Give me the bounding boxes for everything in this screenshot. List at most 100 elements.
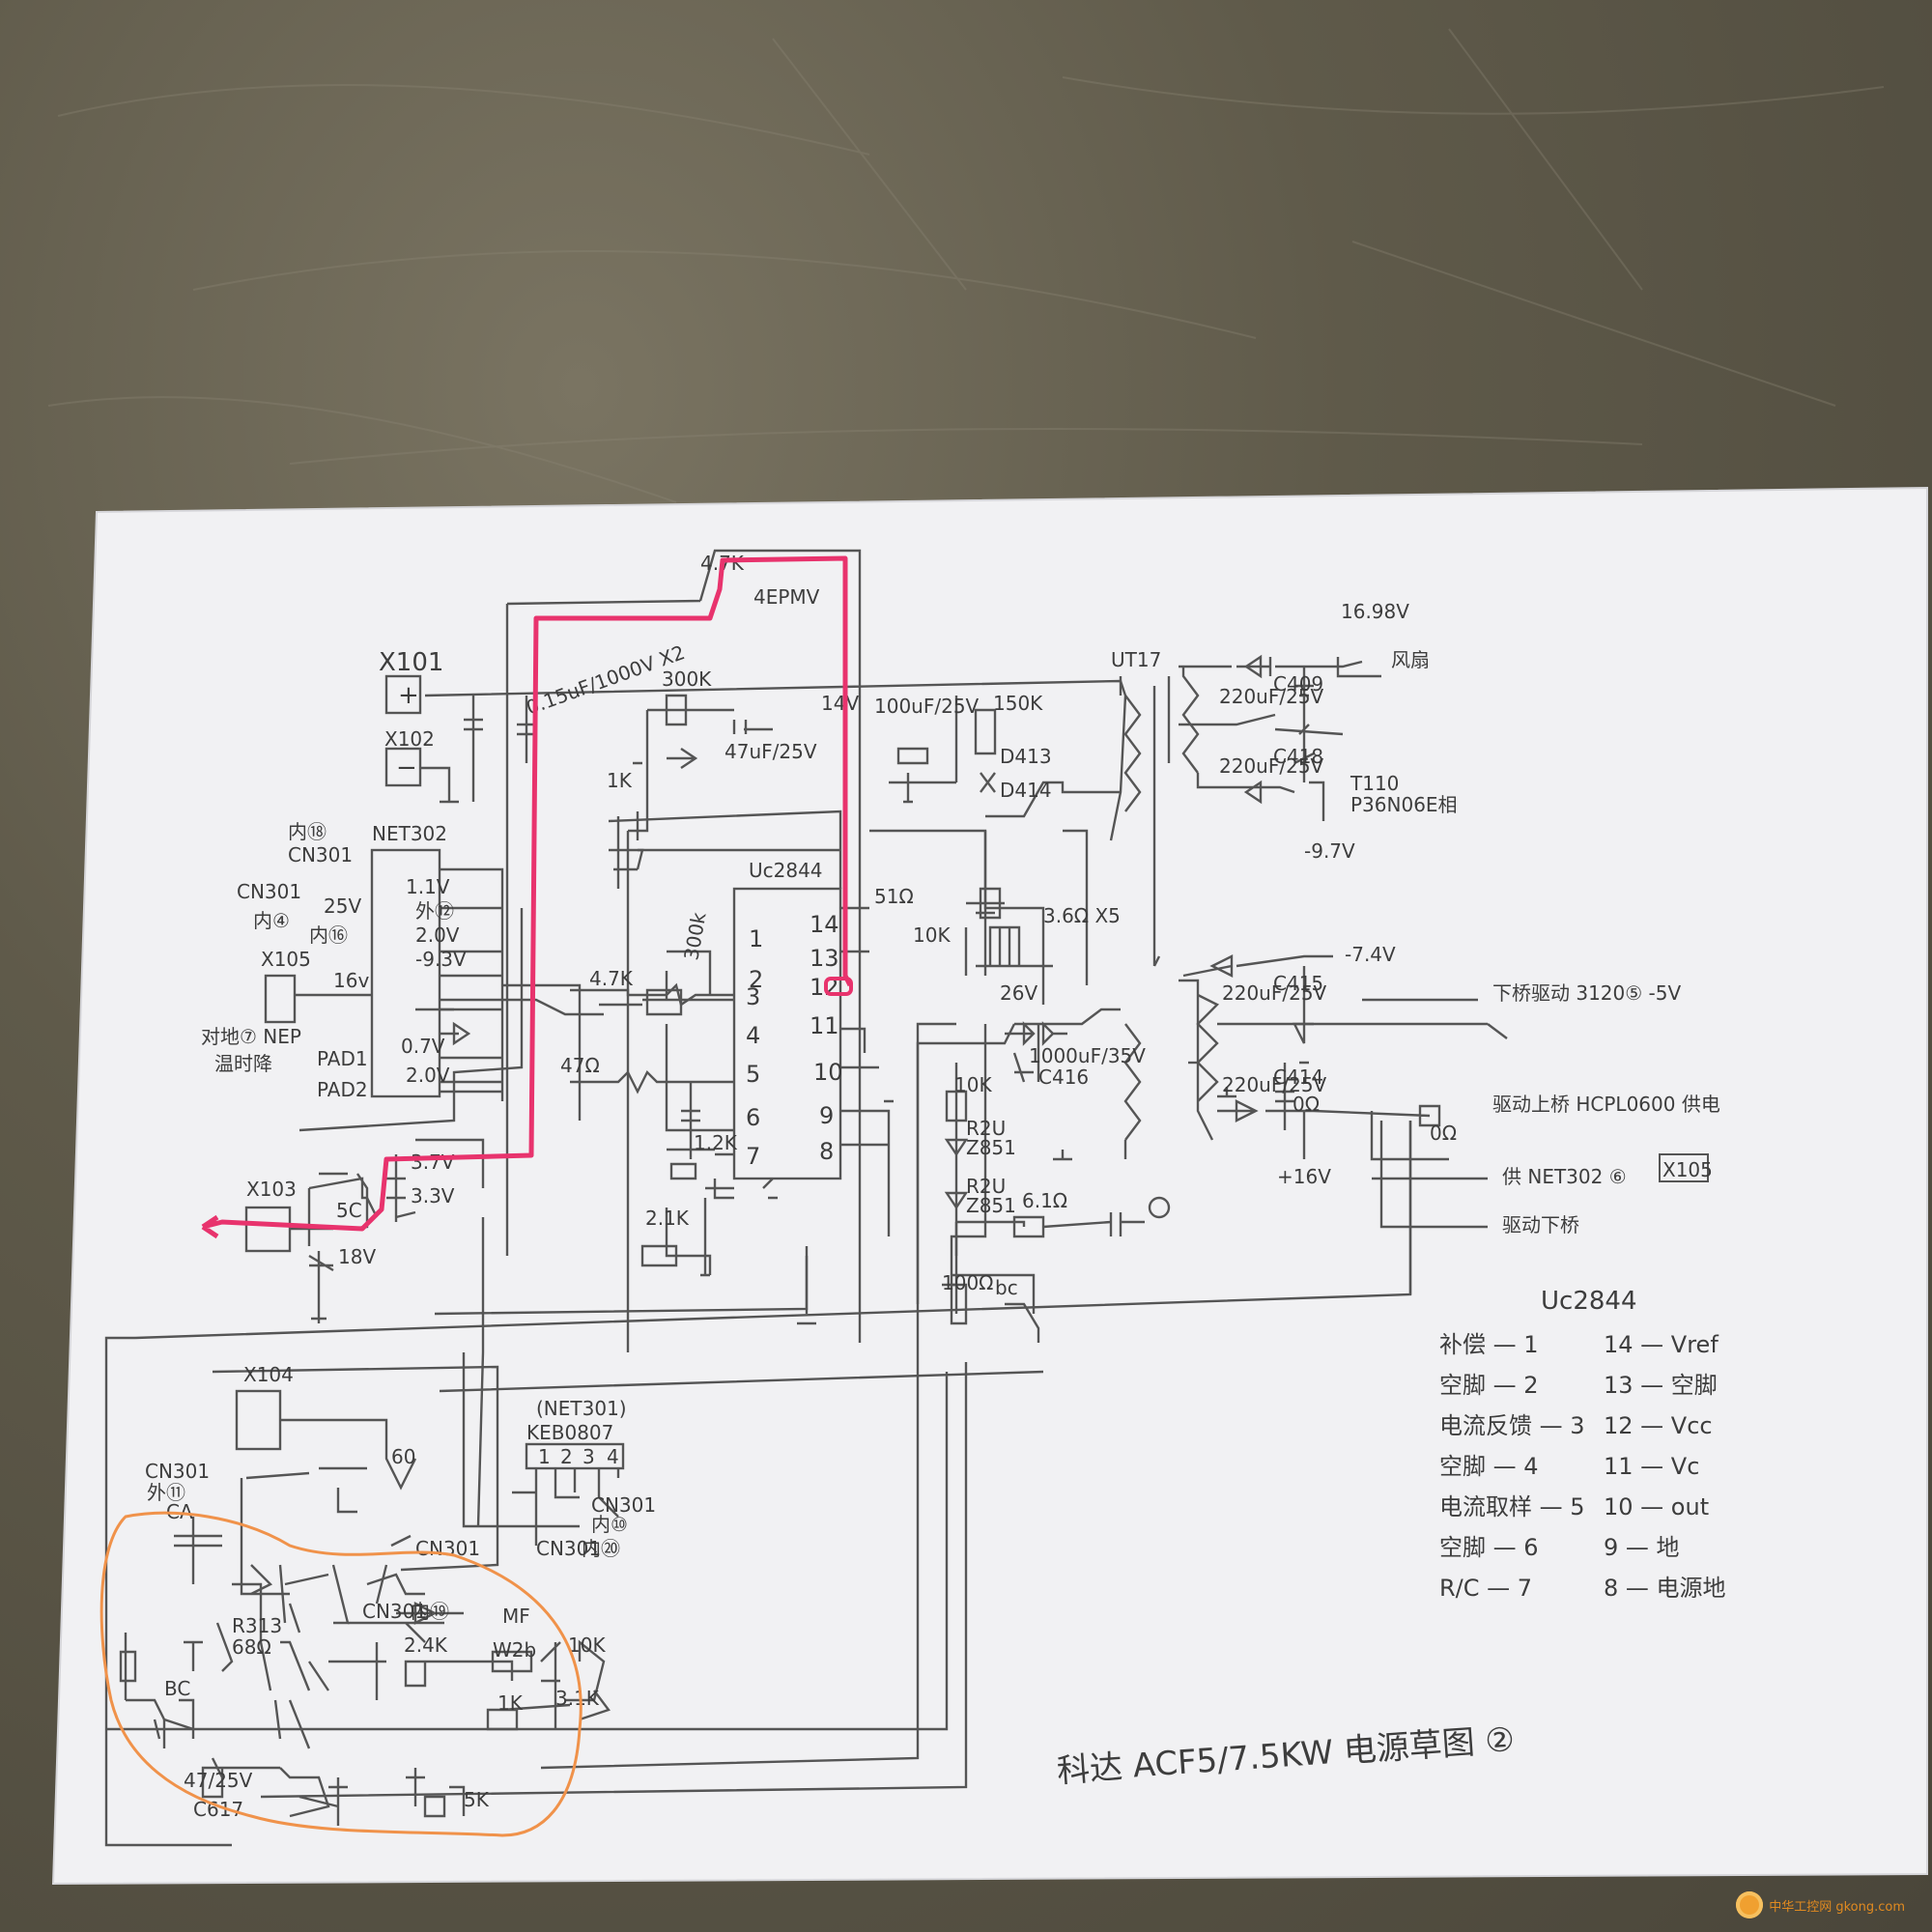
label-4k7: 4.7K xyxy=(589,967,634,990)
label-net302: NET302 xyxy=(372,822,447,845)
label-1k-b: 1K xyxy=(497,1691,524,1715)
label-0r-2: 0Ω xyxy=(1430,1122,1457,1145)
label-in18: 内⑱ xyxy=(288,820,327,843)
label-1k2: 1.2K xyxy=(694,1131,738,1154)
label-5k: 5K xyxy=(464,1788,490,1811)
label-220uf-c: 220uF/25V xyxy=(1222,981,1327,1005)
red-pin-marker xyxy=(824,977,853,996)
label-out12: 外⑫ xyxy=(415,899,454,923)
label-2k1: 2.1K xyxy=(645,1207,690,1230)
label-out11: 外⑪ xyxy=(147,1481,185,1504)
label-1000uf: 1000uF/35V xyxy=(1029,1044,1146,1067)
label-r2u-1: R2U xyxy=(966,1117,1006,1140)
label-c415: C415 xyxy=(1273,972,1323,995)
label-x105-box: X105 xyxy=(1662,1158,1713,1181)
label-pad1: PAD1 xyxy=(317,1047,368,1070)
label-cn301-e: CN301 xyxy=(591,1493,656,1517)
legend-row-right: 12 — Vcc xyxy=(1604,1412,1713,1439)
label-w2b: W2b xyxy=(493,1638,536,1662)
label-220uf-b: 220uF/25V xyxy=(1219,754,1324,778)
legend-row-right: 9 — 地 xyxy=(1604,1534,1680,1561)
label-5c: 5C xyxy=(336,1199,362,1222)
label-plus: + xyxy=(398,681,419,710)
label-18v: 18V xyxy=(338,1245,376,1268)
ic-pin-7: 7 xyxy=(746,1143,760,1170)
label-pad2: PAD2 xyxy=(317,1078,368,1101)
label-c414: C414 xyxy=(1273,1065,1323,1089)
ic-pin-1: 1 xyxy=(749,925,763,952)
label-2k4: 2.4K xyxy=(404,1634,448,1657)
paper-sheet xyxy=(51,486,1928,1886)
label-in16: 内⑯ xyxy=(309,923,348,947)
label-25v: 25V xyxy=(324,895,361,918)
legend-row-left: R/C — 7 xyxy=(1439,1575,1532,1602)
label-net301: (NET301) xyxy=(536,1397,627,1420)
legend-row-right: 10 — out xyxy=(1604,1493,1709,1520)
legend-row-left: 空脚 — 2 xyxy=(1439,1372,1539,1399)
label-cn301-top: CN301 xyxy=(288,843,353,867)
label-93v: -9.3V xyxy=(415,948,467,971)
label-out-lower: 下桥驱动 3120⑤ -5V xyxy=(1492,981,1681,1005)
label-10k-b: 10K xyxy=(568,1634,606,1657)
legend-row-left: 电流反馈 — 3 xyxy=(1439,1412,1585,1439)
label-in19: 内⑲ xyxy=(411,1600,449,1623)
ic-pin-4: 4 xyxy=(746,1022,760,1049)
label-cn301-a: CN301 xyxy=(145,1460,210,1483)
label-16v-plus: +16V xyxy=(1277,1165,1331,1188)
label-out-net302: 供 NET302 ⑥ xyxy=(1502,1165,1627,1188)
label-x105-note2: 温时降 xyxy=(214,1052,272,1075)
label-bc: bc xyxy=(995,1276,1018,1299)
label-fan: 风扇 xyxy=(1391,648,1430,671)
label-c418: C418 xyxy=(1273,745,1323,768)
label-x103: X103 xyxy=(246,1178,297,1201)
red-signal-trace xyxy=(201,555,853,1239)
label-100r: 100Ω xyxy=(942,1271,993,1294)
ic-pin-8: 8 xyxy=(819,1138,834,1165)
orange-highlight-region xyxy=(99,1511,582,1837)
label-26v: 26V xyxy=(1000,981,1037,1005)
label-c409: C409 xyxy=(1273,672,1323,696)
pencil-wiring xyxy=(104,549,1508,1847)
label-220uf-d: 220uF/25V xyxy=(1222,1073,1327,1096)
ic-pin-13: 13 xyxy=(810,945,839,972)
label-m97v: -9.7V xyxy=(1304,839,1355,863)
label-out-upper: 驱动上桥 HCPL0600 供电 xyxy=(1492,1093,1720,1116)
label-k4: 4 xyxy=(607,1445,619,1468)
legend-row-right: 14 — Vref xyxy=(1604,1331,1719,1358)
label-minus: − xyxy=(396,753,417,782)
label-20v: 2.0V xyxy=(415,923,460,947)
label-1698v: 16.98V xyxy=(1341,600,1409,623)
label-mf: MF xyxy=(502,1605,530,1628)
label-47-25v: 47/25V xyxy=(184,1769,253,1792)
ic-pin-11: 11 xyxy=(810,1012,839,1039)
label-d414: D414 xyxy=(1000,779,1052,802)
label-3k1: 3.1K xyxy=(555,1687,600,1710)
label-x105-note: 对地⑦ NEP xyxy=(201,1025,301,1048)
label-m74v: -7.4V xyxy=(1345,943,1396,966)
label-220uf-a: 220uF/25V xyxy=(1219,685,1324,708)
label-60: 60 xyxy=(391,1445,415,1468)
label-cn301-d: CN301 xyxy=(362,1600,427,1623)
legend-title: Uc2844 xyxy=(1541,1287,1637,1316)
legend-row-left: 电流取样 — 5 xyxy=(1439,1493,1585,1520)
label-0r: 0Ω xyxy=(1293,1093,1320,1116)
label-cn301-in: CN301 xyxy=(237,880,301,903)
label-x101: X101 xyxy=(379,648,443,677)
label-t110: T110 xyxy=(1350,772,1399,795)
label-10k: 10K xyxy=(913,923,951,947)
label-r313: R313 xyxy=(232,1614,282,1637)
label-07v: 0.7V xyxy=(401,1035,445,1058)
ic-pin-3: 3 xyxy=(746,983,760,1010)
gear-icon xyxy=(1736,1891,1764,1918)
label-bc2: BC xyxy=(164,1677,190,1700)
ic-pin-5: 5 xyxy=(746,1061,760,1088)
label-z851-1: Z851 xyxy=(966,1136,1016,1159)
label-k1: 1 xyxy=(538,1445,551,1468)
label-51r: 51Ω xyxy=(874,885,914,908)
label-cn301-c: CN301 xyxy=(536,1537,601,1560)
legend-row-left: 空脚 — 6 xyxy=(1439,1534,1539,1561)
label-x102: X102 xyxy=(384,727,435,751)
